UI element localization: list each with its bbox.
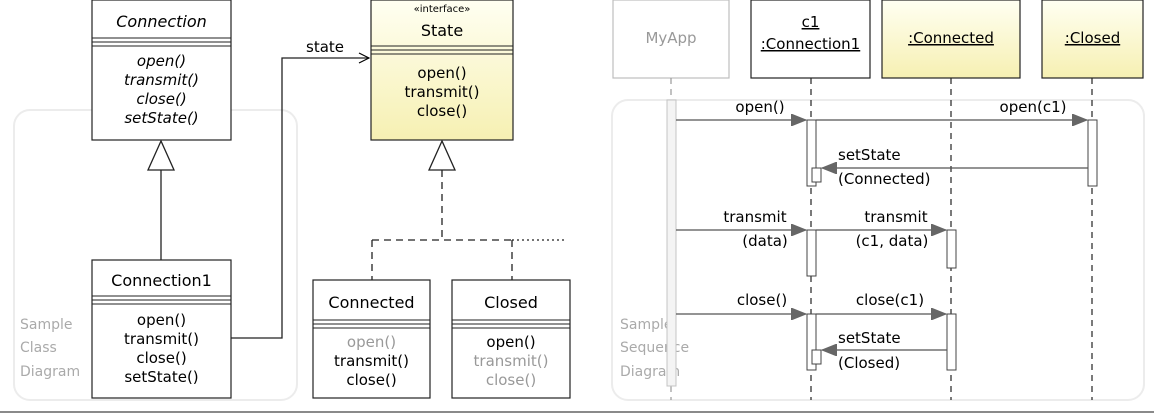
connected-activation-bar-2 (946, 313, 957, 371)
myapp-activation-bar (666, 99, 677, 387)
sequence-frame-caption-3: Diagram (620, 364, 680, 380)
message-transmit-c1-label: transmit (864, 208, 927, 226)
lifeline-c1-name: c1 (802, 13, 820, 31)
message-transmit-c1: transmit (c1, data) (816, 208, 946, 250)
connection-op-close: close() (136, 90, 186, 108)
class-connection1[interactable]: Connection1 open() transmit() close() se… (91, 259, 232, 399)
connection-op-open: open() (137, 52, 186, 70)
connected-op-open: open() (347, 333, 396, 351)
connection-op-setstate: setState() (124, 109, 198, 127)
message-transmit-arg: (data) (742, 232, 788, 250)
message-setstate-arg-1: (Connected) (838, 170, 930, 188)
c1-activation-bar-1 (806, 119, 817, 187)
connection-op-transmit: transmit() (124, 71, 199, 89)
sequence-frame-caption-1: Sample (620, 317, 673, 333)
state-stereotype: «interface» (414, 4, 471, 15)
message-setstate-closed: setState (Closed) (822, 329, 947, 372)
lifeline-myapp-label: MyApp (645, 29, 696, 47)
message-transmit: transmit (data) (676, 208, 806, 250)
c1-activation-bar-2 (806, 229, 817, 277)
c1-nested-activation-1 (811, 167, 822, 183)
c1-nested-activation-2 (811, 349, 822, 365)
sequence-diagram-frame (611, 99, 1145, 401)
connection1-op-setstate: setState() (124, 368, 198, 386)
message-open-label: open() (735, 98, 784, 116)
connected-activation-bar (946, 229, 957, 269)
message-close: close() (676, 291, 806, 314)
state-op-close: close() (417, 102, 467, 120)
class-frame-caption-3: Diagram (20, 364, 80, 380)
association-state: state (231, 38, 369, 339)
message-close-c1-label: close(c1) (856, 291, 924, 309)
message-open-c1: open(c1) (816, 98, 1087, 120)
class-frame-caption-2: Class (20, 340, 57, 356)
realization-state (371, 139, 564, 280)
sequence-frame-caption-2: Sequence (620, 340, 689, 356)
class-connected[interactable]: Connected open() transmit() close() (312, 279, 431, 399)
lifeline-connected[interactable]: :Connected (881, 0, 1021, 400)
lifeline-connected-label: :Connected (908, 29, 994, 47)
class-frame-caption-1: Sample (20, 317, 73, 333)
generalization-connection1-connection (146, 139, 176, 260)
message-transmit-label: transmit (723, 208, 786, 226)
inheritance-triangle-icon (146, 139, 176, 171)
message-open: open() (676, 98, 806, 120)
connected-op-close: close() (346, 371, 396, 389)
class-closed[interactable]: Closed open() transmit() close() (451, 279, 571, 399)
message-setstate-label-1: setState (838, 146, 901, 164)
message-setstate-connected: setState (Connected) (822, 146, 1088, 188)
closed-activation-bar (1087, 119, 1098, 187)
connection1-op-transmit: transmit() (124, 330, 199, 348)
lifeline-myapp[interactable]: MyApp (612, 0, 730, 400)
closed-op-transmit: transmit() (474, 352, 549, 370)
c1-activation-bar-3 (806, 313, 817, 371)
message-open-c1-label: open(c1) (1000, 98, 1067, 116)
message-setstate-arg-2: (Closed) (838, 354, 900, 372)
connection1-op-close: close() (136, 349, 186, 367)
state-op-transmit: transmit() (405, 83, 480, 101)
connection1-class-name: Connection1 (111, 271, 212, 290)
lifeline-c1-type: :Connection1 (761, 35, 860, 53)
connection1-op-open: open() (137, 311, 186, 329)
realization-triangle-icon (427, 139, 457, 171)
class-diagram: Sample Class Diagram Connection open() t… (13, 0, 571, 401)
message-setstate-label-2: setState (838, 329, 901, 347)
lifeline-closed-label: :Closed (1065, 29, 1120, 47)
message-transmit-c1-arg: (c1, data) (856, 232, 929, 250)
connected-class-name: Connected (328, 293, 414, 312)
closed-op-close: close() (486, 371, 536, 389)
closed-op-open: open() (486, 333, 535, 351)
interface-state[interactable]: «interface» State open() transmit() clos… (370, 0, 514, 141)
lifeline-closed[interactable]: :Closed (1041, 0, 1144, 400)
closed-class-name: Closed (484, 293, 538, 312)
state-interface-name: State (421, 21, 463, 40)
message-close-label: close() (737, 291, 787, 309)
class-connection[interactable]: Connection open() transmit() close() set… (91, 0, 232, 141)
message-close-c1: close(c1) (816, 291, 946, 314)
state-op-open: open() (417, 64, 466, 82)
connection-class-name: Connection (116, 12, 207, 31)
association-role-label: state (306, 38, 344, 56)
sequence-diagram: Sample Sequence Diagram MyApp c1 :Connec… (611, 0, 1145, 401)
connected-op-transmit: transmit() (334, 352, 409, 370)
lifeline-c1-connection1[interactable]: c1 :Connection1 (750, 0, 871, 400)
